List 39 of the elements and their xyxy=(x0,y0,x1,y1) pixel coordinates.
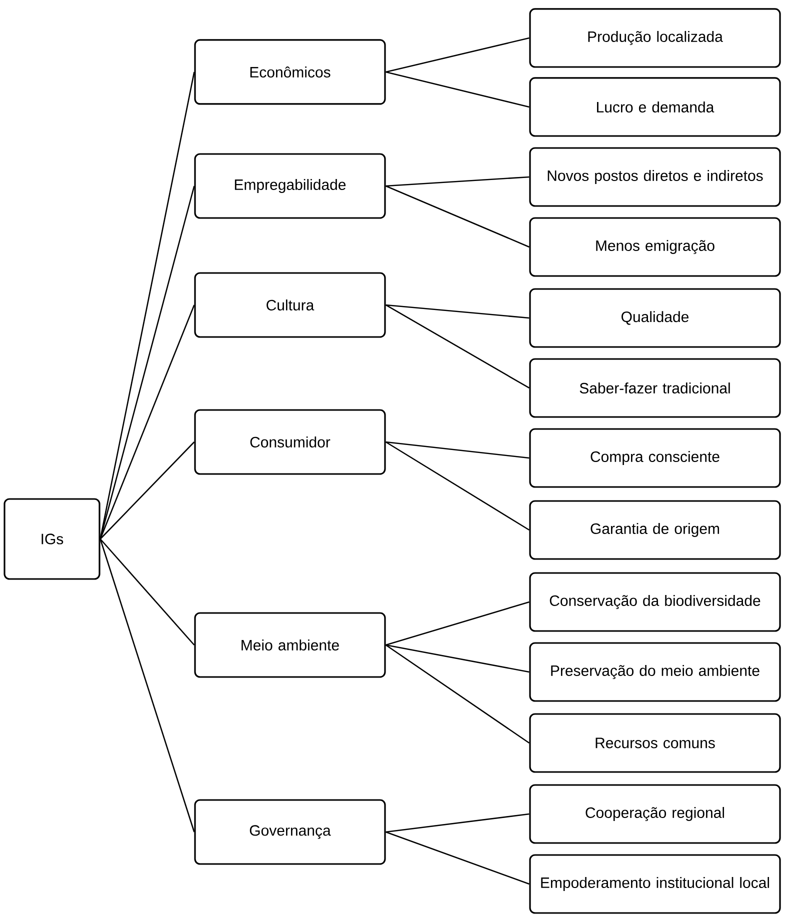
connector-line xyxy=(386,176,530,187)
connector-line xyxy=(386,304,530,319)
connector-line xyxy=(100,538,195,646)
category-box: Consumidor xyxy=(194,409,386,475)
connector-line xyxy=(386,601,530,646)
leaf-box: Menos emigração xyxy=(529,217,781,277)
connector-line xyxy=(386,441,530,459)
root-box: IGs xyxy=(4,498,100,580)
category-box: Econômicos xyxy=(194,39,386,105)
connector-line xyxy=(385,441,530,531)
category-box: Cultura xyxy=(194,272,386,338)
leaf-box: Novos postos diretos e indiretos xyxy=(529,147,781,207)
leaf-box: Garantia de origem xyxy=(529,500,781,560)
connector-line xyxy=(100,72,195,540)
connector-line xyxy=(386,644,530,673)
connector-line xyxy=(100,304,195,540)
leaf-box: Empoderamento institucional local xyxy=(529,854,781,914)
leaf-box: Recursos comuns xyxy=(529,713,781,773)
connector-line xyxy=(100,186,195,540)
leaf-box: Compra consciente xyxy=(529,428,781,488)
category-box: Governança xyxy=(194,799,386,865)
category-box: Meio ambiente xyxy=(194,612,386,678)
connector-line xyxy=(385,644,530,744)
connector-line xyxy=(385,304,530,389)
leaf-box: Preservação do meio ambiente xyxy=(529,642,781,702)
connector-line xyxy=(386,71,530,108)
connector-line xyxy=(386,831,530,885)
leaf-box: Saber-fazer tradicional xyxy=(529,358,781,418)
connector-line xyxy=(100,538,195,832)
connector-line xyxy=(386,185,530,248)
connector-line xyxy=(386,37,530,73)
category-box: Empregabilidade xyxy=(194,153,386,219)
leaf-box: Produção localizada xyxy=(529,8,781,68)
connector-line xyxy=(100,442,195,540)
leaf-box: Qualidade xyxy=(529,288,781,348)
leaf-box: Cooperação regional xyxy=(529,784,781,844)
leaf-box: Lucro e demanda xyxy=(529,77,781,137)
leaf-box: Conservação da biodiversidade xyxy=(529,572,781,632)
connector-line xyxy=(386,813,530,833)
